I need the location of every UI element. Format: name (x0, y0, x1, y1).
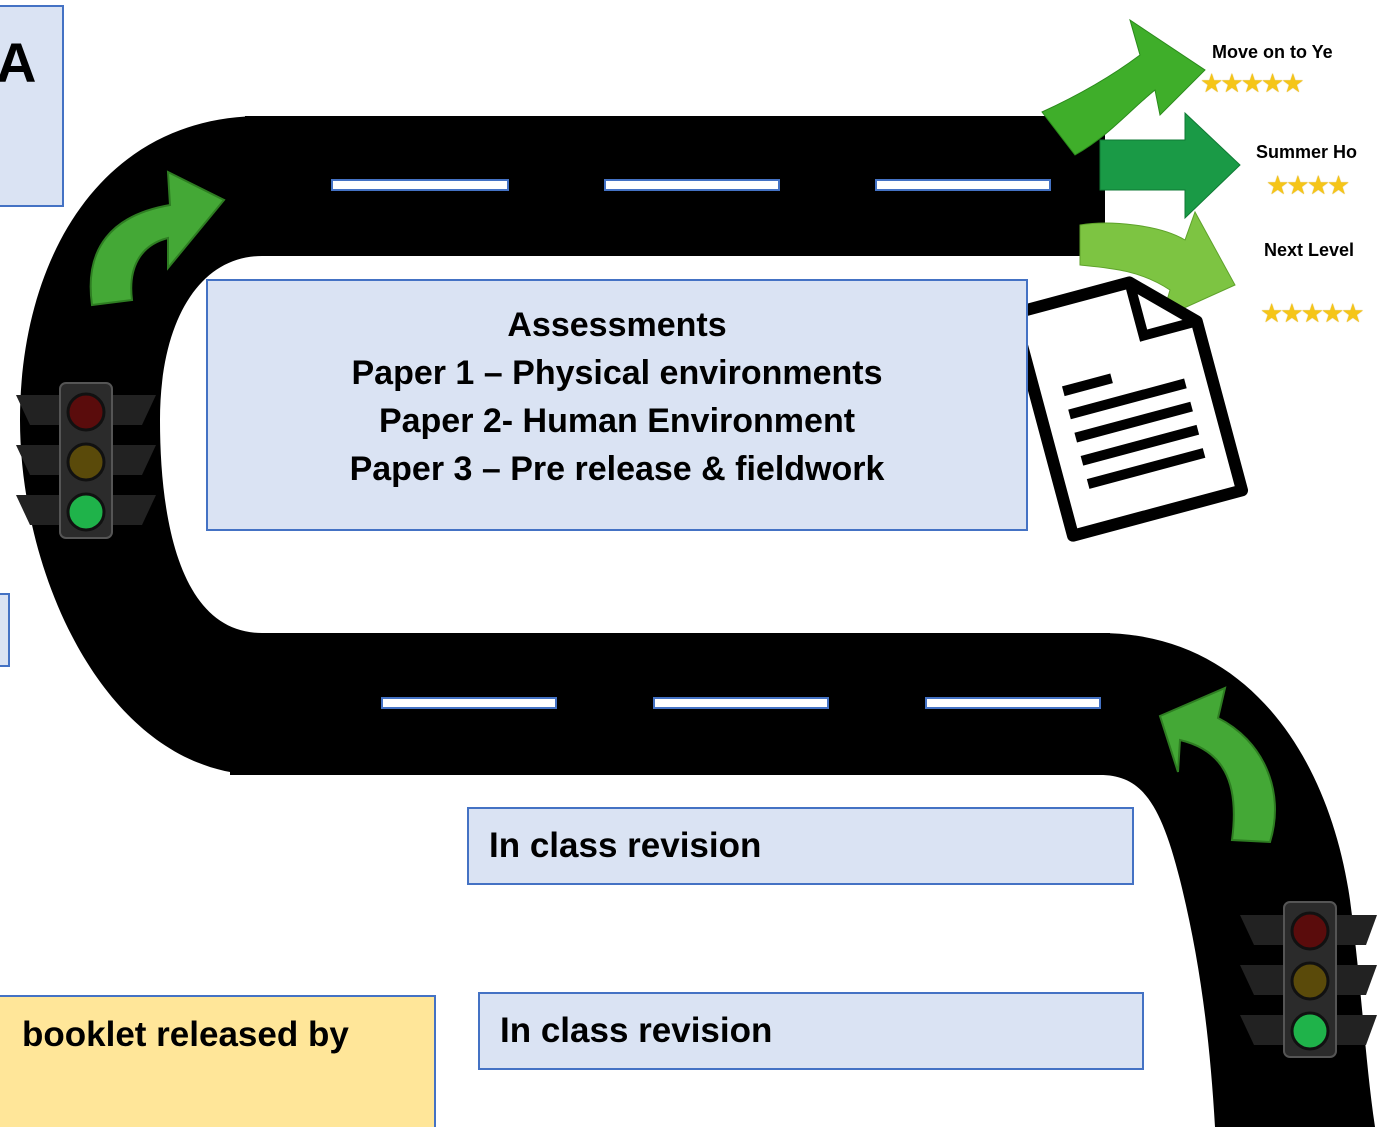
booklet-box: booklet released by (0, 995, 436, 1127)
outcome-label: Move on to Ye (1212, 42, 1333, 62)
outcome-arrow-icon (1041, 18, 1206, 156)
revision-box: In class revision (478, 992, 1144, 1070)
title-letter: A (0, 31, 37, 94)
booklet-label: booklet released by (22, 1015, 349, 1054)
side-box (0, 593, 10, 667)
assessment-line: Paper 1 – Physical environments (351, 354, 883, 392)
outcome-label: Summer Ho (1256, 142, 1358, 162)
assessment-line: Paper 2- Human Environment (378, 402, 856, 440)
revision-box: In class revision (467, 807, 1134, 885)
document-icon (1007, 276, 1249, 542)
title-box: A (0, 5, 64, 207)
curved-arrow-icon (89, 170, 226, 307)
assessments-title: Assessments (507, 306, 727, 344)
lane-markings-top (331, 179, 1051, 191)
outcome-arrow-icon (1099, 111, 1241, 220)
revision-label: In class revision (489, 826, 762, 865)
traffic-light-icon (16, 382, 156, 539)
star-rating: ★★★★★ (1200, 68, 1305, 98)
revision-label: In class revision (500, 1011, 773, 1050)
star-rating: ★★★★★ (1260, 298, 1365, 328)
star-rating: ★★★★ (1266, 170, 1350, 200)
traffic-light-icon (1240, 901, 1377, 1058)
curved-arrow-icon (1158, 686, 1276, 844)
lane-markings-bottom (381, 697, 1101, 709)
outcome-label: Next Level (1264, 240, 1355, 260)
assessment-line: Paper 3 – Pre release & fieldwork (349, 450, 885, 488)
assessments-box: Assessments Paper 1 – Physical environme… (206, 279, 1028, 531)
outcome-arrow-icon (1079, 210, 1236, 319)
